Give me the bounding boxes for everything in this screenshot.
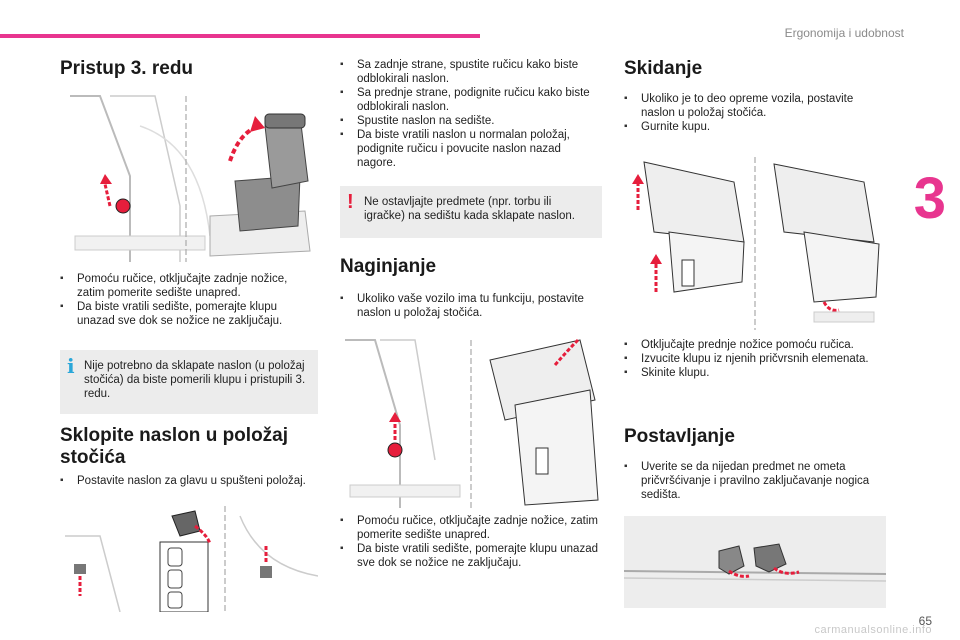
chapter-title: Ergonomija i udobnost: [784, 26, 904, 40]
access-instructions: Pomoću ručice, otključajte zadnje nožice…: [60, 272, 310, 328]
watermark: carmanualsonline.info: [814, 624, 932, 636]
list-item: Sa zadnje strane, spustite ručicu kako b…: [340, 58, 602, 86]
illustration-tilt: [340, 330, 602, 508]
illustration-seat-slide: [60, 86, 318, 262]
list-item: Otključajte prednje nožice pomoću ručica…: [624, 338, 886, 352]
info-icon: i: [67, 354, 75, 378]
install-instructions: Uverite se da nijedan predmet ne ometa p…: [624, 460, 886, 502]
tilt-slide-instructions: Pomoću ručice, otključajte zadnje nožice…: [340, 514, 602, 570]
remove-steps: Otključajte prednje nožice pomoću ručica…: [624, 338, 886, 380]
list-item: Pomoću ručice, otključajte zadnje nožice…: [340, 514, 602, 542]
list-item: Da biste vratili sedište, pomerajte klup…: [60, 300, 310, 328]
illustration-remove-bench: [624, 152, 886, 330]
list-item: Ukoliko je to deo opreme vozila, postavi…: [624, 92, 886, 120]
list-item: Da biste vratili naslon u normalan polož…: [340, 128, 602, 170]
section-title-fold-backrest: Sklopite naslon u položaj stočića: [60, 425, 289, 468]
illustration-headrest-lower: [60, 506, 318, 612]
list-item: Sa prednje strane, podignite ručicu kako…: [340, 86, 602, 114]
list-item: Pomoću ručice, otključajte zadnje nožice…: [60, 272, 310, 300]
list-item: Izvucite klupu iz njenih pričvrsnih elem…: [624, 352, 886, 366]
list-item: Da biste vratili sedište, pomerajte klup…: [340, 542, 602, 570]
list-item: Postavite naslon za glavu u spušteni pol…: [60, 474, 310, 488]
list-item: Gurnite kupu.: [624, 120, 886, 134]
list-item: Uverite se da nijedan predmet ne ometa p…: [624, 460, 886, 502]
tilt-instructions: Ukoliko vaše vozilo ima tu funkciju, pos…: [340, 292, 590, 320]
section-title-tilt: Naginjanje: [340, 256, 437, 277]
info-note: i Nije potrebno da sklapate naslon (u po…: [60, 350, 318, 414]
warning-note: ! Ne ostavljajte predmete (npr. torbu il…: [340, 186, 602, 238]
illustration-install-rails: [624, 516, 886, 608]
warning-icon: !: [347, 191, 354, 213]
list-item: Skinite klupu.: [624, 366, 886, 380]
page-number: 65: [918, 614, 932, 628]
list-item: Ukoliko vaše vozilo ima tu funkciju, pos…: [340, 292, 590, 320]
header-accent-bar: [0, 34, 480, 38]
fold-instructions: Postavite naslon za glavu u spušteni pol…: [60, 474, 310, 488]
remove-instructions: Ukoliko je to deo opreme vozila, postavi…: [624, 92, 886, 134]
backrest-unlock-instructions: Sa zadnje strane, spustite ručicu kako b…: [340, 58, 602, 170]
list-item: Spustite naslon na sedište.: [340, 114, 602, 128]
section-title-install: Postavljanje: [624, 426, 735, 447]
section-title-remove: Skidanje: [624, 58, 703, 79]
section-title-access-3rd-row: Pristup 3. redu: [60, 58, 194, 79]
chapter-number: 3: [913, 166, 946, 231]
